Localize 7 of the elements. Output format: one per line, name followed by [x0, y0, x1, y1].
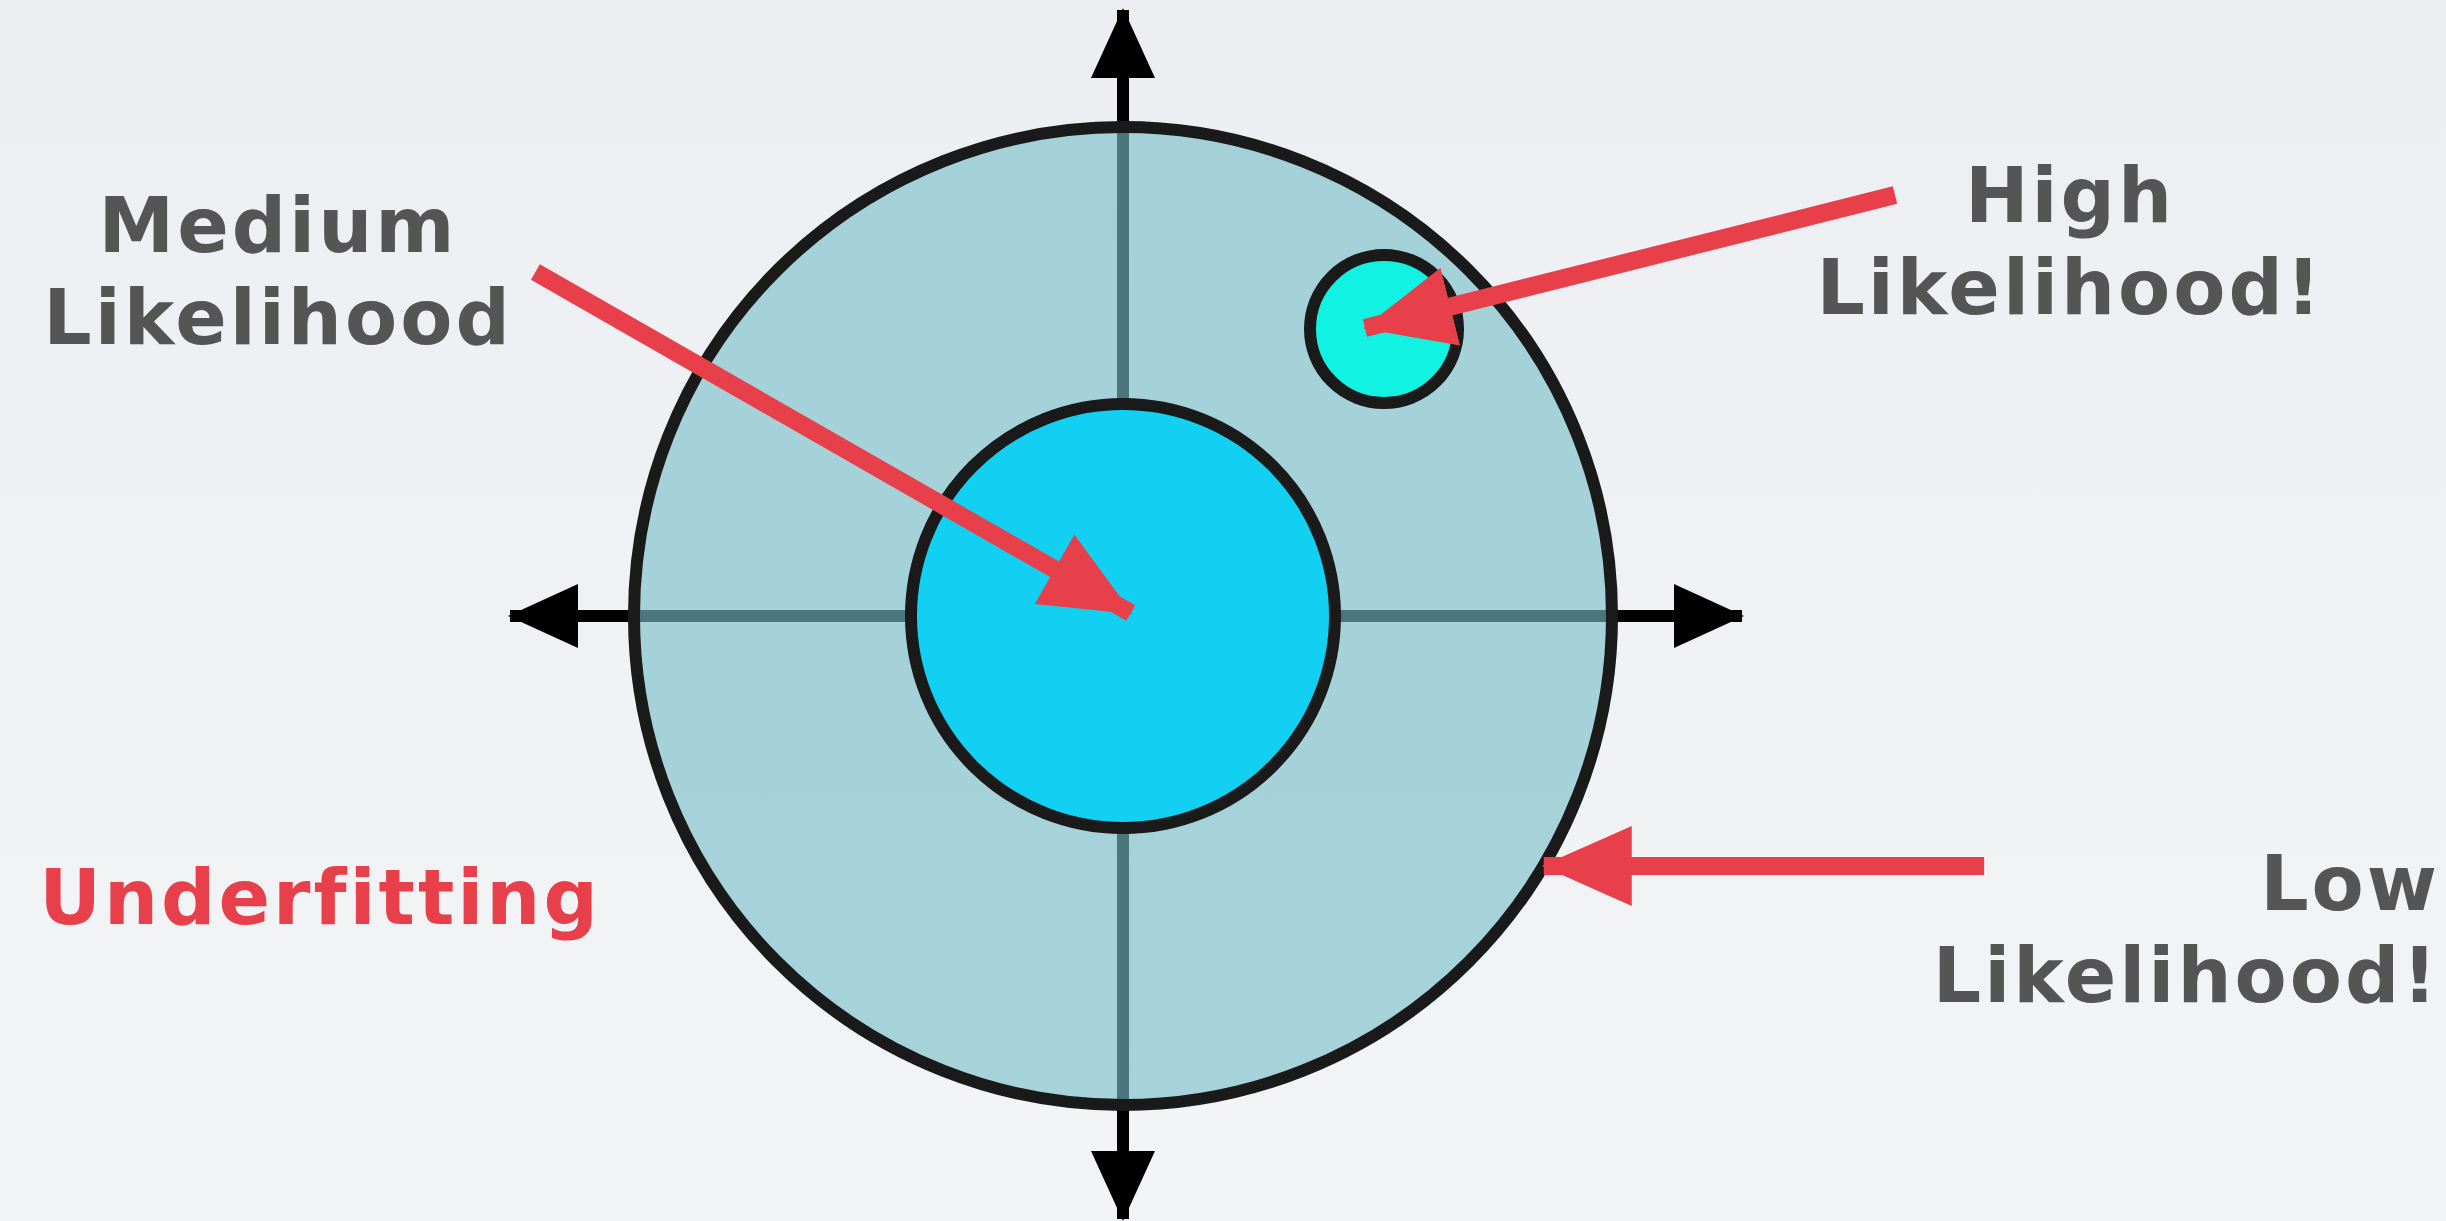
caption-label: Underfitting — [38, 852, 602, 944]
callout-label: High Likelihood! — [1790, 150, 2350, 334]
arrow — [1541, 825, 1985, 906]
callout-label: Medium Likelihood — [18, 180, 538, 364]
arrow — [1362, 186, 1898, 346]
arrow — [530, 264, 1136, 621]
callout-label: Low Likelihood! — [1860, 838, 2440, 1022]
